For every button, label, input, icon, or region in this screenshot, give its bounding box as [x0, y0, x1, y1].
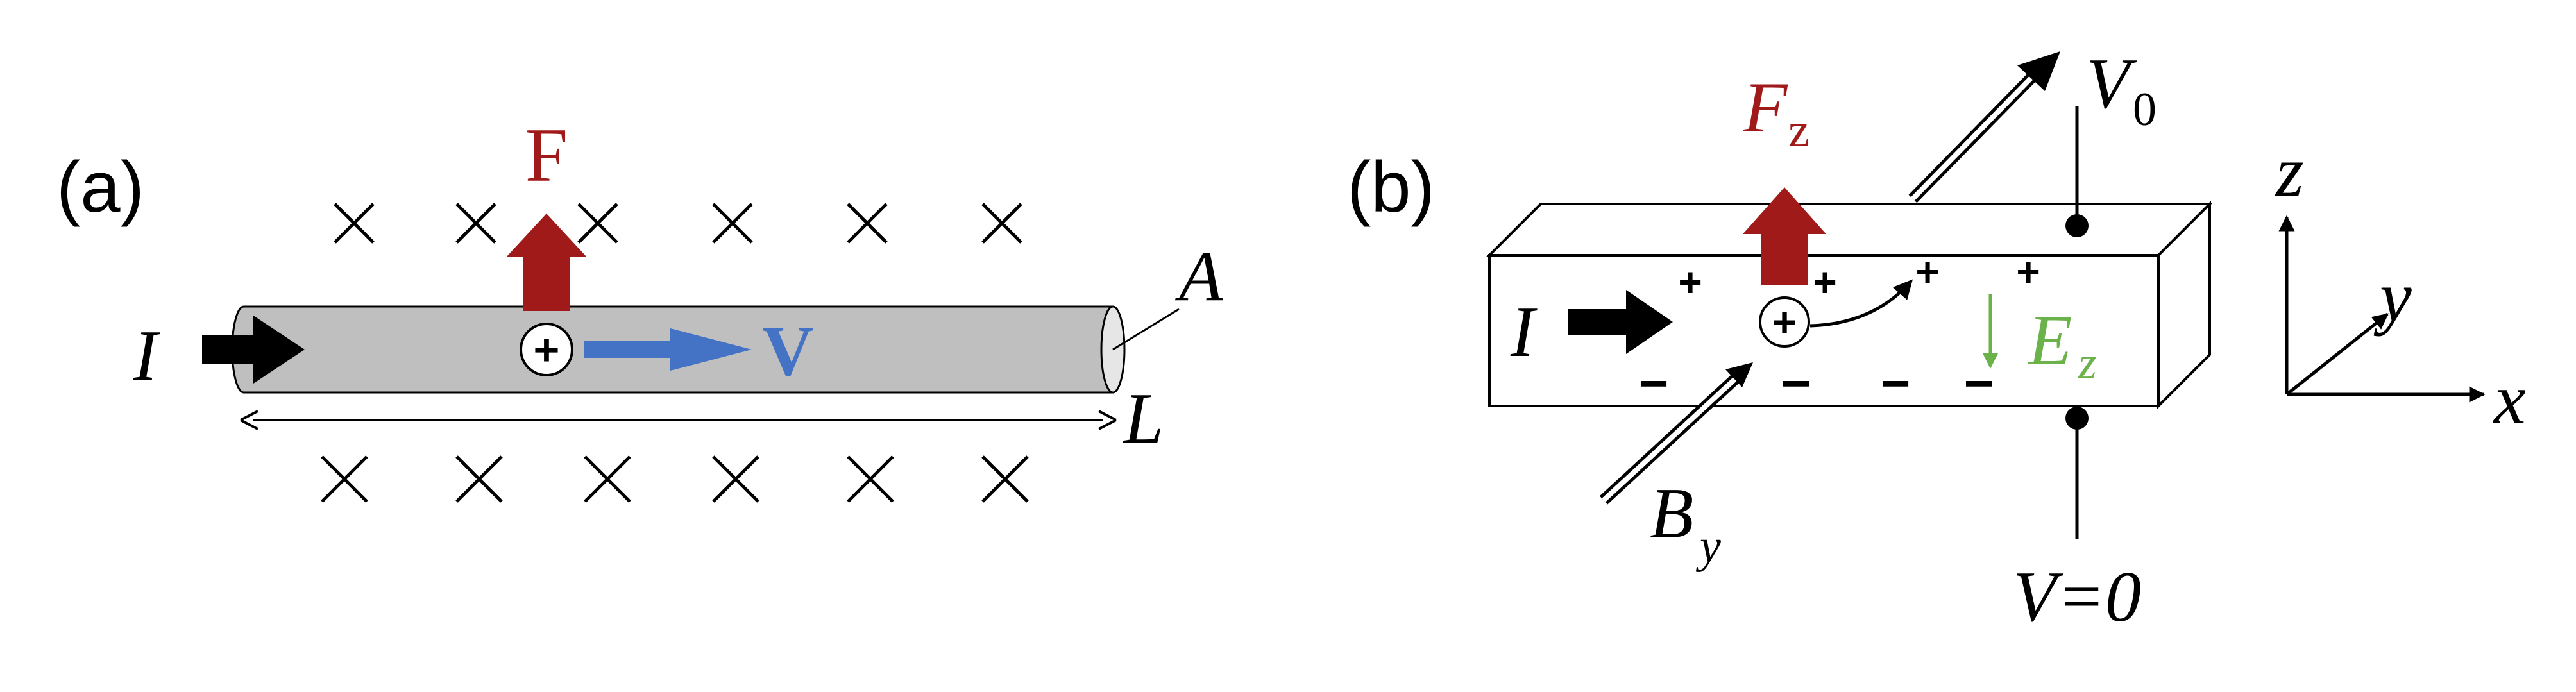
- force-arrow-a: [507, 214, 586, 311]
- voltage-top-label: V 0: [2086, 44, 2157, 136]
- field-x-mark: [847, 203, 888, 244]
- efield-label: E z: [2027, 301, 2097, 389]
- panel-b-label: (b): [1347, 147, 1435, 227]
- force-label-a: F: [525, 112, 568, 198]
- voltage-bottom-label: V=0: [2013, 557, 2141, 637]
- plus-sign: +: [1915, 249, 1939, 295]
- positive-charge-a: [520, 323, 573, 376]
- plus-sign: +: [1813, 259, 1836, 305]
- svg-text:B: B: [1650, 474, 1693, 553]
- surface-charges-positive: + + + +: [1678, 249, 2040, 305]
- conductor-slab: [1486, 201, 2213, 409]
- velocity-label: V: [762, 312, 814, 391]
- current-arrow-b: [1568, 290, 1673, 354]
- area-leader-line: [1112, 308, 1180, 351]
- panel-a-label: (a): [56, 147, 144, 227]
- field-x-mark: [712, 455, 759, 503]
- minus-sign: −: [1881, 355, 1911, 412]
- force-arrow-b: [1743, 187, 1826, 285]
- plus-sign: +: [2016, 249, 2040, 295]
- svg-text:y: y: [1695, 520, 1721, 573]
- current-label-a: I: [133, 316, 160, 396]
- force-label-b: F z: [1743, 68, 1809, 157]
- length-arrow-left-head: [240, 410, 258, 430]
- svg-text:0: 0: [2133, 83, 2157, 136]
- current-label-b: I: [1510, 292, 1538, 372]
- field-x-mark: [577, 203, 618, 244]
- length-label: L: [1123, 379, 1164, 459]
- svg-text:V: V: [2086, 44, 2137, 124]
- y-axis: [2285, 313, 2389, 396]
- panel-a: (a) I F +: [56, 112, 1223, 503]
- magnetic-field-arrow: [1599, 51, 2060, 505]
- minus-sign: −: [1639, 355, 1669, 412]
- length-arrow-right-head: [1098, 410, 1117, 430]
- charge-trajectory: [1809, 279, 1913, 328]
- field-x-mark: [334, 203, 375, 244]
- bfield-label: B y: [1650, 474, 1721, 573]
- svg-text:E: E: [2027, 301, 2072, 380]
- charge-sign-b: +: [1772, 298, 1797, 346]
- svg-text:F: F: [1743, 68, 1788, 148]
- positive-charge-b: [1759, 296, 1810, 348]
- minus-sign: −: [1781, 355, 1811, 412]
- axis-y-label: y: [2373, 257, 2412, 337]
- field-x-mark: [455, 203, 496, 244]
- svg-text:z: z: [1788, 105, 1809, 157]
- slab-top-face: [1486, 203, 2213, 257]
- charge-sign-a: +: [534, 325, 560, 375]
- current-arrow-a: [202, 316, 305, 384]
- field-x-mark: [455, 455, 503, 503]
- field-x-marks-bottom: [321, 455, 1029, 503]
- surface-charges-negative: − − − −: [1639, 355, 1994, 412]
- field-x-marks-top: [334, 203, 1022, 244]
- field-x-mark: [584, 455, 631, 503]
- probe-top-contact: [2065, 214, 2089, 237]
- field-x-mark: [981, 203, 1022, 244]
- axis-z-label: z: [2275, 132, 2304, 212]
- velocity-arrow: [584, 328, 752, 371]
- svg-text:z: z: [2078, 337, 2097, 389]
- panel-b: (b) B y F z I: [1347, 44, 2526, 637]
- bfield-arrowhead-upper: [2017, 51, 2060, 91]
- field-x-mark: [321, 455, 368, 503]
- area-label: A: [1174, 237, 1223, 316]
- bfield-arrowhead-lower: [1725, 362, 1753, 387]
- field-x-mark: [712, 203, 753, 244]
- plus-sign: +: [1678, 259, 1702, 305]
- axis-x-label: x: [2493, 360, 2526, 439]
- field-x-mark: [847, 455, 894, 503]
- coordinate-axes: [2278, 215, 2486, 403]
- field-x-mark: [981, 455, 1029, 503]
